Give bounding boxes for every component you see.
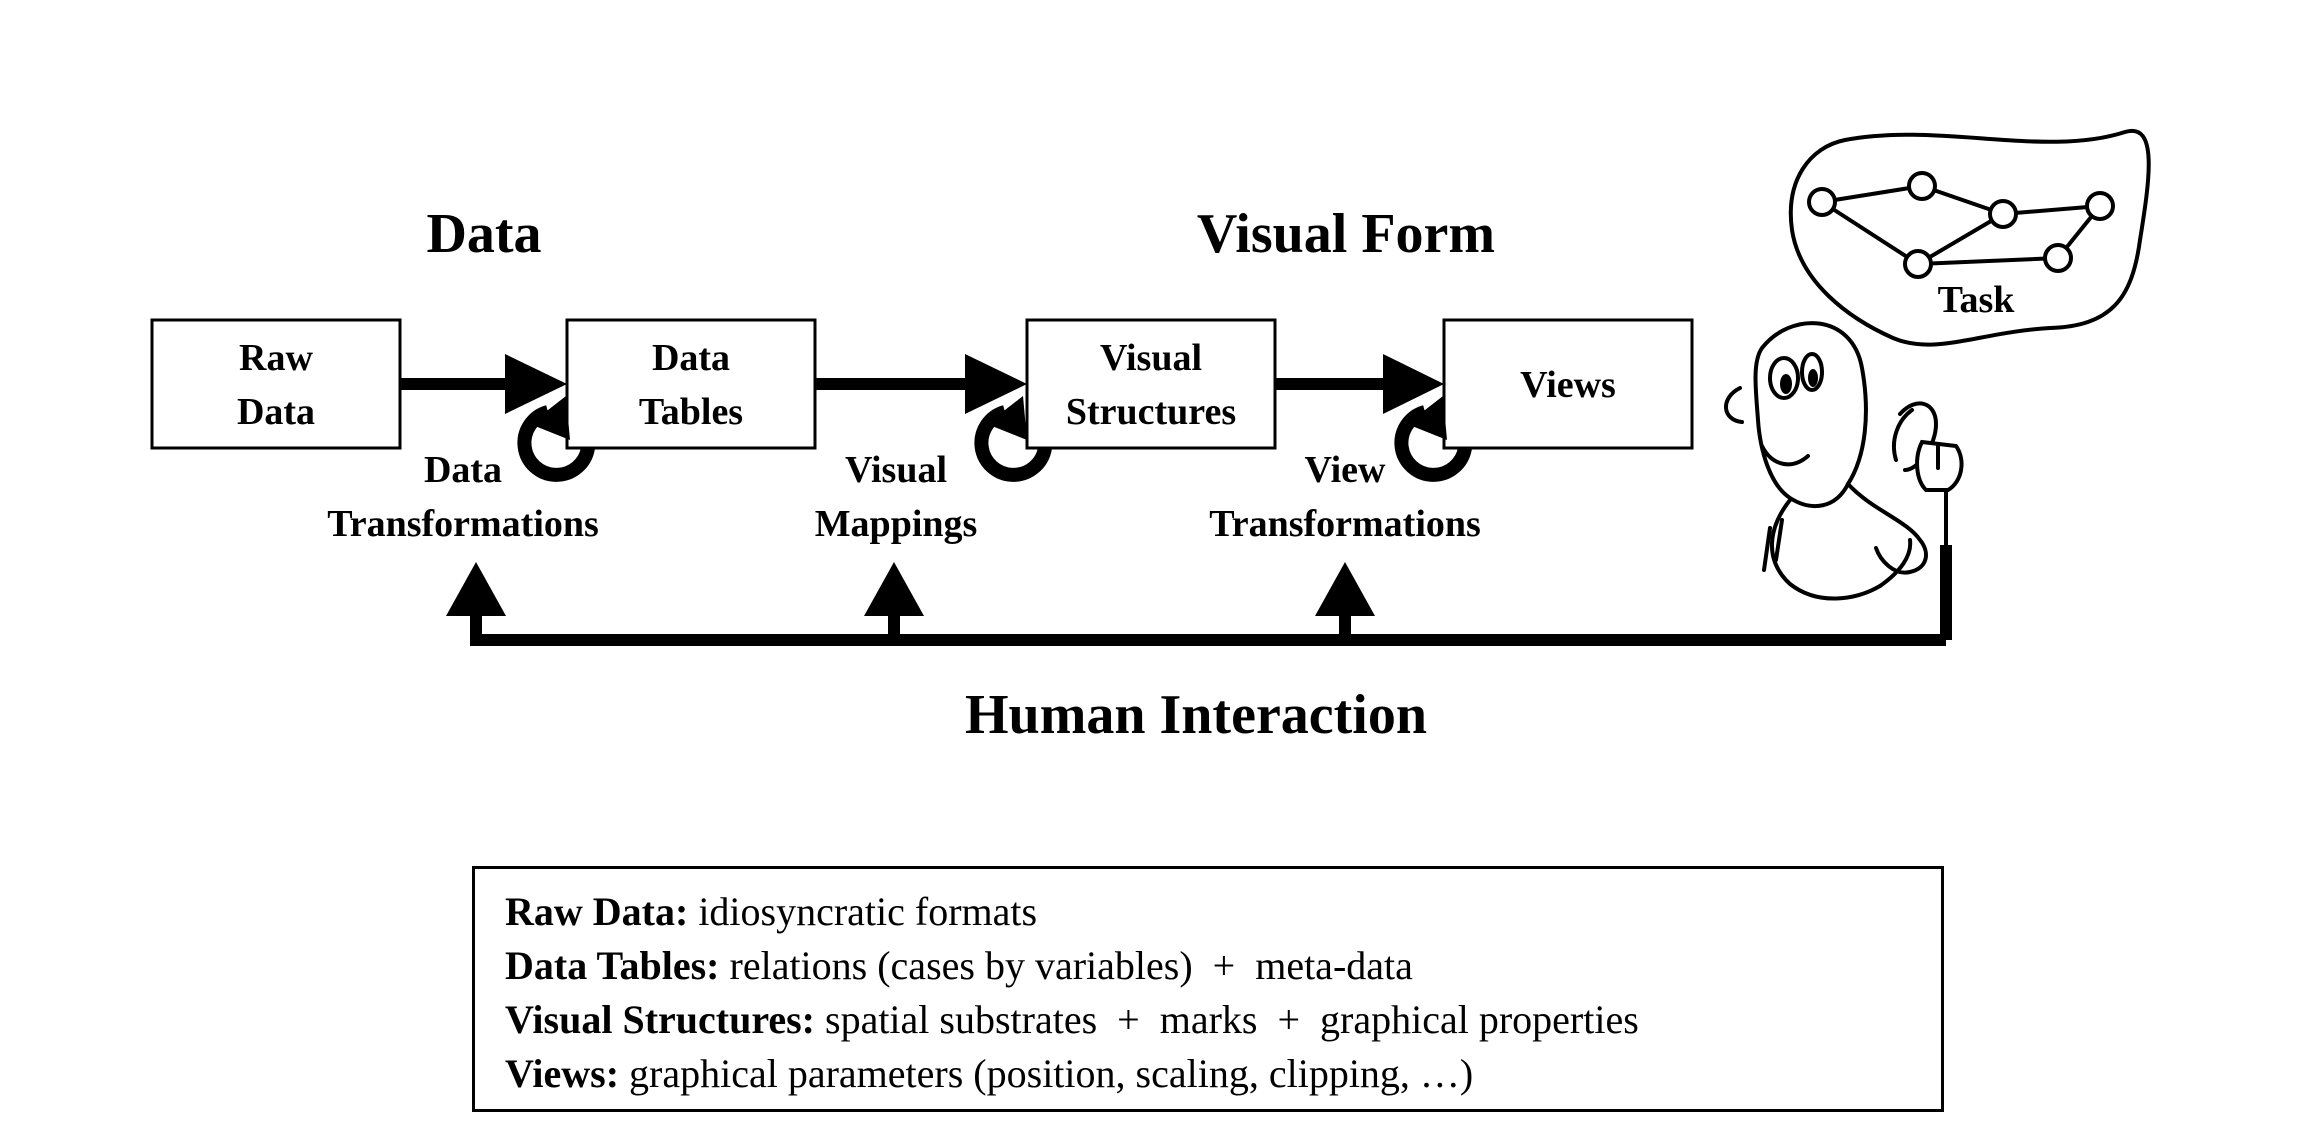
loop-arrow-view-transformations xyxy=(1394,396,1472,482)
transform-visual-line1: Visual xyxy=(845,449,947,491)
forward-arrow-1 xyxy=(400,354,567,414)
transform-data-line2: Transformations xyxy=(327,503,599,545)
stage-views: Views xyxy=(1442,318,1694,450)
stage-raw-data-line1: Raw xyxy=(239,337,313,379)
stage-visual-structures-line1: Visual xyxy=(1100,337,1202,379)
legend-row-data-tables: Data Tables: relations (cases by variabl… xyxy=(505,939,1941,993)
stage-data-tables-line1: Data xyxy=(652,337,730,379)
heading-visual-form: Visual Form xyxy=(1197,203,1495,265)
transform-visual-line2: Mappings xyxy=(815,503,978,545)
legend-desc-visual-structures: spatial substrates + marks + graphical p… xyxy=(815,997,1639,1042)
legend-term-views: Views: xyxy=(505,1051,620,1096)
legend-term-raw-data: Raw Data: xyxy=(505,889,689,934)
legend-desc-data-tables: relations (cases by variables) + meta-da… xyxy=(719,943,1413,988)
feedback-line xyxy=(446,545,1952,646)
transform-view-line1: View xyxy=(1305,449,1386,491)
heading-data: Data xyxy=(426,203,541,265)
stage-visual-structures: Visual Structures xyxy=(1025,318,1277,450)
loop-arrow-data-transformations xyxy=(517,396,595,482)
task-thought-cloud: Task xyxy=(1788,128,2151,347)
heading-human-interaction: Human Interaction xyxy=(965,684,1427,746)
transform-data-line1: Data xyxy=(424,449,502,491)
legend-box: Raw Data: idiosyncratic formats Data Tab… xyxy=(472,866,1944,1112)
legend-row-raw-data: Raw Data: idiosyncratic formats xyxy=(505,885,1941,939)
legend-row-views: Views: graphical parameters (position, s… xyxy=(505,1047,1941,1101)
legend-desc-raw-data: idiosyncratic formats xyxy=(688,889,1038,934)
stage-data-tables-line2: Tables xyxy=(639,391,743,433)
legend-row-visual-structures: Visual Structures: spatial substrates + … xyxy=(505,993,1941,1047)
stage-raw-data-line2: Data xyxy=(237,391,315,433)
legend-desc-views: graphical parameters (position, scaling,… xyxy=(619,1051,1474,1096)
transform-view-line2: Transformations xyxy=(1209,503,1481,545)
loop-arrow-visual-mappings xyxy=(974,396,1052,482)
stage-data-tables: Data Tables xyxy=(565,318,817,450)
legend-term-data-tables: Data Tables: xyxy=(505,943,720,988)
task-graph-icon xyxy=(1807,171,2115,279)
stage-visual-structures-line2: Structures xyxy=(1066,391,1236,433)
forward-arrow-2 xyxy=(815,354,1027,414)
person-icon xyxy=(1724,321,1964,601)
forward-arrow-3 xyxy=(1275,354,1444,414)
stage-views-label: Views xyxy=(1520,364,1616,406)
task-label: Task xyxy=(1938,279,2016,321)
stage-raw-data: Raw Data xyxy=(150,318,402,450)
legend-term-visual-structures: Visual Structures: xyxy=(505,997,815,1042)
